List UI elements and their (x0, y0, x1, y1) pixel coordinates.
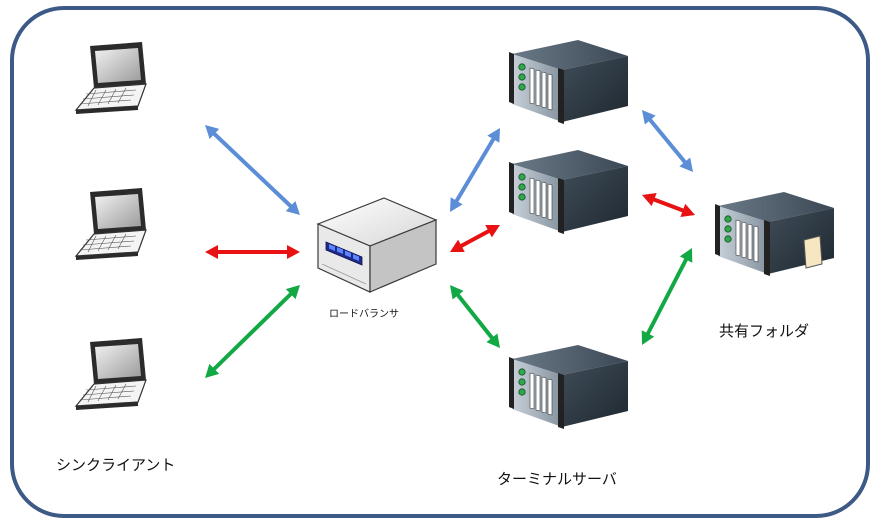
thin-client-2-laptop-icon (75, 187, 147, 261)
terminal-server-2-server-icon (508, 149, 629, 235)
connection-arrows (205, 110, 695, 378)
arrow-lb-server2 (450, 225, 500, 252)
terminal-server-1-server-icon (508, 39, 629, 125)
thin-client-label: シンクライアント (56, 456, 176, 474)
arrow-server1-share (642, 110, 693, 172)
arrow-lb-server1 (450, 128, 500, 212)
load-balancer-label: ロードバランサ (329, 309, 399, 320)
terminal-server-3-server-icon (508, 344, 629, 430)
thin-client-3-laptop-icon (75, 337, 147, 411)
arrow-client3-lb (205, 285, 300, 378)
load-balancer-icon (317, 197, 437, 293)
diagram-frame (10, 6, 870, 518)
shared-folder-server-icon (715, 192, 834, 276)
arrow-client2-lb (205, 245, 300, 259)
thin-client-1-laptop-icon (75, 41, 147, 115)
arrow-lb-server3 (450, 285, 500, 348)
terminal-server-label: ターミナルサーバ (497, 470, 617, 488)
shared-folder-label: 共有フォルダ (719, 322, 810, 340)
arrow-client1-lb (205, 125, 300, 215)
arrow-server3-share (641, 248, 693, 345)
arrow-server2-share (642, 193, 695, 217)
